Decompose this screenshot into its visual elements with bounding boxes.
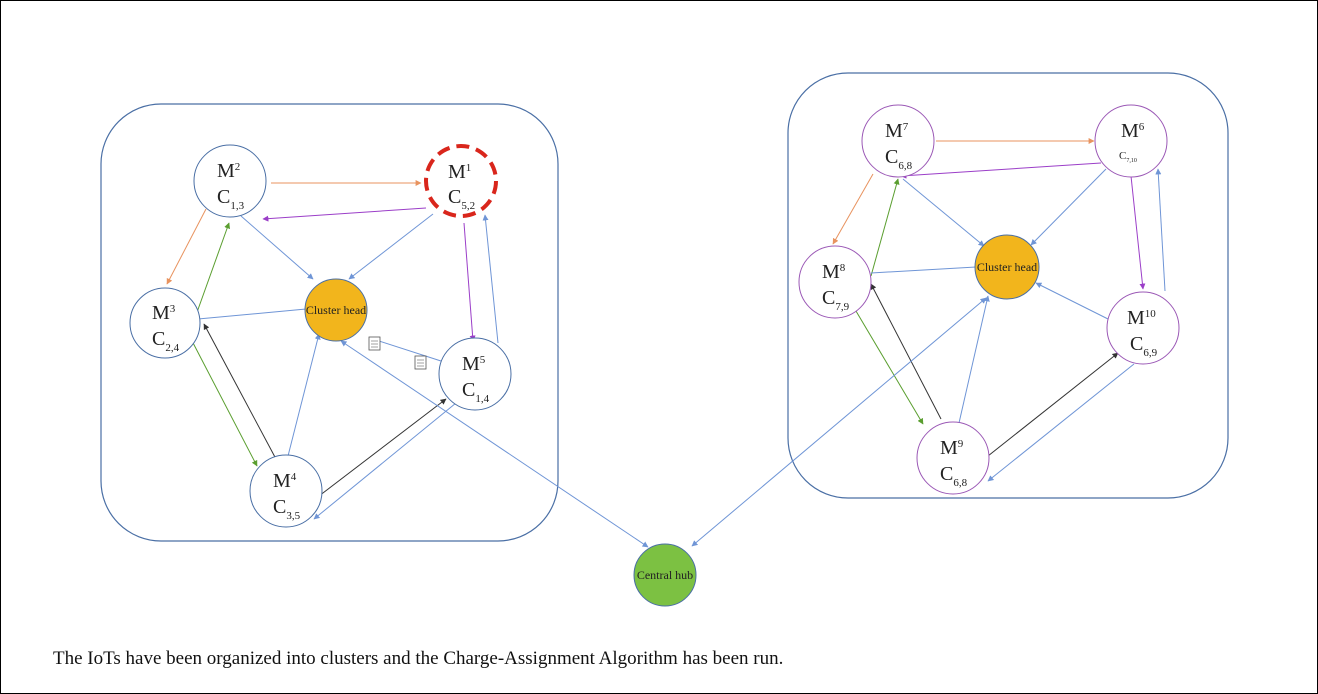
svg-text:M5: M5 [462, 353, 486, 375]
svg-text:C6,8: C6,8 [940, 463, 968, 489]
svg-text:C2,4: C2,4 [152, 328, 180, 354]
svg-text:M7: M7 [885, 120, 909, 142]
edge-m6-m7 [900, 162, 1102, 179]
node-m2: M2 C1,3 [193, 144, 267, 218]
edge-m2-m3 [166, 208, 207, 285]
edge-m5-m1 [482, 214, 499, 344]
edge-hub-left-ch [340, 340, 649, 548]
document-icon [368, 336, 381, 351]
edge-m4-m3 [203, 323, 277, 460]
svg-text:Cluster head: Cluster head [977, 260, 1037, 274]
svg-text:M3: M3 [152, 302, 176, 324]
node-m6: M6 C7,10 [1094, 104, 1168, 178]
edge-ch-m8 [870, 266, 977, 274]
edge-m2-ch [240, 215, 314, 280]
right-cluster-boundary [787, 72, 1229, 499]
svg-text:C5,2: C5,2 [448, 186, 475, 212]
edge-m4-m5 [318, 398, 447, 497]
right-cluster-head: Cluster head [974, 234, 1040, 300]
svg-text:M2: M2 [217, 160, 240, 182]
node-m5: M5 C1,4 [438, 337, 512, 411]
edge-m1-m2 [262, 207, 427, 222]
edge-m9-ch [958, 295, 990, 424]
node-m9: M9 C6,8 [916, 421, 990, 495]
svg-text:Central hub: Central hub [637, 568, 693, 582]
edge-m10-m6 [1155, 168, 1166, 292]
node-m7: M7 C6,8 [861, 104, 935, 178]
node-m8: M8 C7,9 [798, 245, 872, 319]
edge-m6-m10 [1130, 175, 1146, 290]
left-cluster-boundary [100, 103, 559, 542]
edge-m7-ch [902, 178, 985, 247]
svg-text:C6,8: C6,8 [885, 146, 913, 172]
edge-m4-ch [287, 333, 321, 457]
svg-text:M8: M8 [822, 261, 846, 283]
figure-caption: The IoTs have been organized into cluste… [53, 648, 784, 669]
edge-m8-m7 [870, 178, 900, 277]
edge-hub-right-ch [691, 297, 987, 547]
node-m10: M10 C6,9 [1106, 291, 1180, 365]
edge-m6-ch [1030, 168, 1107, 246]
edge-m1-m5 [463, 222, 476, 342]
node-m1: M1 C5,2 [424, 144, 498, 218]
svg-text:M4: M4 [273, 470, 297, 492]
edge-m5-m4 [313, 402, 457, 520]
svg-text:M6: M6 [1121, 120, 1145, 142]
edge-m5-ch [378, 340, 442, 362]
edge-ch-m3 [197, 308, 307, 320]
svg-text:C1,3: C1,3 [217, 186, 245, 212]
node-m4: M4 C3,5 [249, 454, 323, 528]
edge-m1-ch [348, 213, 434, 280]
svg-text:C3,5: C3,5 [273, 496, 301, 522]
document-icon [414, 355, 427, 370]
edge-m3-m4 [190, 338, 258, 467]
node-m3: M3 C2,4 [129, 287, 201, 359]
svg-text:C7,10: C7,10 [1119, 150, 1137, 164]
cluster-diagram: Cluster head Cluster head Central hub M2… [100, 72, 1229, 607]
svg-text:C6,9: C6,9 [1130, 333, 1158, 359]
edge-m10-ch [1035, 282, 1109, 320]
edge-m9-m10 [987, 352, 1119, 457]
edge-m10-m9 [987, 363, 1135, 482]
hub-links [340, 297, 987, 548]
svg-text:C1,4: C1,4 [462, 379, 490, 405]
left-cluster-head: Cluster head [304, 278, 368, 342]
svg-text:Cluster head: Cluster head [306, 303, 366, 317]
svg-text:M1: M1 [448, 161, 471, 183]
svg-text:M10: M10 [1127, 307, 1156, 329]
svg-text:C7,9: C7,9 [822, 287, 850, 313]
svg-text:M9: M9 [940, 437, 964, 459]
edge-m7-m8 [832, 173, 874, 245]
edge-m9-m8 [870, 283, 942, 420]
central-hub: Central hub [633, 543, 697, 607]
